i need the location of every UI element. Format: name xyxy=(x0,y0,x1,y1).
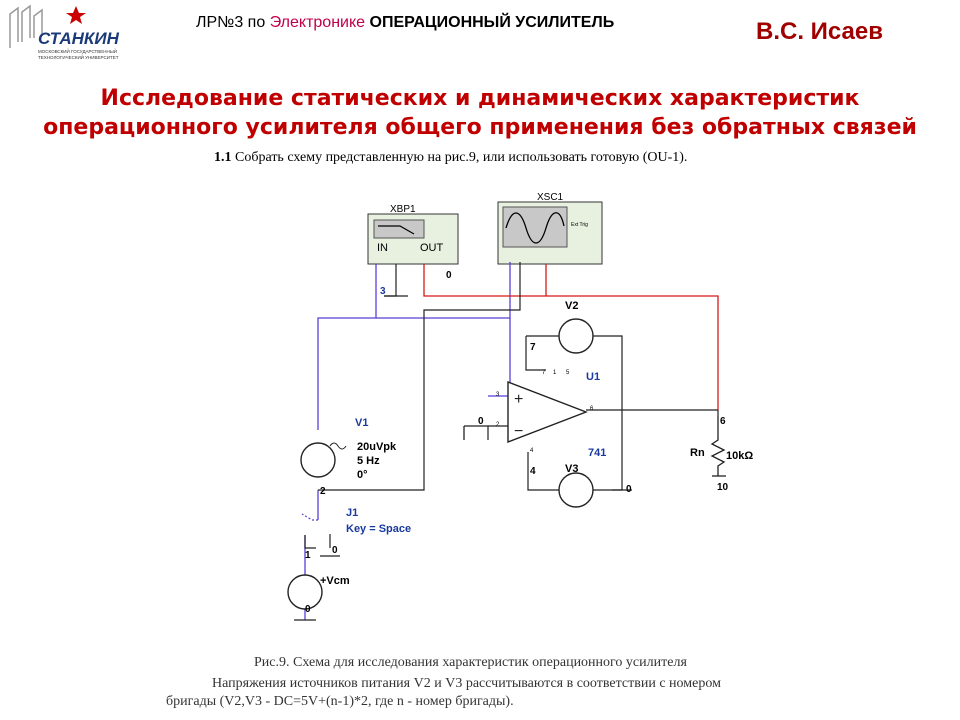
stankin-logo: СТАНКИН МОСКОВСКИЙ ГОСУДАРСТВЕННЫЙ ТЕХНО… xyxy=(4,2,132,64)
star-icon xyxy=(66,6,86,24)
source-v2: V2 xyxy=(558,300,594,354)
v3-label: V3 xyxy=(565,463,578,475)
page-title: Исследование статических и динамических … xyxy=(0,84,960,142)
rn-label: Rn xyxy=(690,447,705,459)
logo-text: СТАНКИН xyxy=(38,29,120,48)
note-line-1: Напряжения источников питания V2 и V3 ра… xyxy=(212,676,721,691)
source-v1: V1 20uVpk 5 Hz 0° xyxy=(300,417,397,481)
pin-5-label: 5 xyxy=(566,370,570,376)
node-6-label: 6 xyxy=(720,416,726,427)
v1-freq-label: 5 Hz xyxy=(357,455,380,467)
pin-1-label: 1 xyxy=(553,370,557,376)
header-subject: Электронике xyxy=(269,14,366,31)
vcm-label: +Vcm xyxy=(320,575,350,587)
xsc1-label: XSC1 xyxy=(537,192,564,203)
node-3-label: 3 xyxy=(380,286,386,297)
step-text: Собрать схему представленную на рис.9, и… xyxy=(231,150,688,165)
author-name: В.С. Исаев xyxy=(756,18,884,45)
pin-4-label: 4 xyxy=(530,448,534,454)
op-amp-u1: + − U1 741 xyxy=(507,371,606,459)
bode-plotter-xbp1: XBP1 IN OUT xyxy=(367,204,459,265)
logo-subtitle-1: МОСКОВСКИЙ ГОСУДАРСТВЕННЫЙ xyxy=(38,47,117,54)
source-v3: V3 xyxy=(558,463,594,508)
figure-caption: Рис.9. Схема для исследования характерис… xyxy=(254,655,687,670)
v1-phase-label: 0° xyxy=(357,469,368,481)
source-vcm: +Vcm xyxy=(287,574,350,610)
node-2-label: 2 xyxy=(320,486,326,497)
rn-value-label: 10kΩ xyxy=(726,450,753,462)
header-line: ЛР№3 по Электронике ОПЕРАЦИОННЫЙ УСИЛИТЕ… xyxy=(196,14,614,32)
title-line-2: операционного усилителя общего применени… xyxy=(43,115,917,140)
xbp-in-label: IN xyxy=(377,242,388,254)
v1-label: V1 xyxy=(355,417,368,429)
node-0d-label: 0 xyxy=(332,545,338,556)
header-topic: ОПЕРАЦИОННЫЙ УСИЛИТЕЛЬ xyxy=(365,14,615,31)
node-0e-label: 0 xyxy=(305,604,311,615)
v2-label: V2 xyxy=(565,300,578,312)
oscilloscope-xsc1: XSC1 Ext Trig xyxy=(497,192,603,265)
xbp1-label: XBP1 xyxy=(390,204,416,215)
node-7-label: 7 xyxy=(530,342,536,353)
j1-label: J1 xyxy=(346,507,358,519)
key-label: Key = Space xyxy=(346,523,411,535)
node-0a-label: 0 xyxy=(446,270,452,281)
u1-label: U1 xyxy=(586,371,600,383)
resistor-rn: Rn 10kΩ xyxy=(690,416,753,476)
ext-trig-label: Ext Trig xyxy=(571,222,588,228)
node-0c-label: 0 xyxy=(626,484,632,495)
switch-j1: J1 Key = Space xyxy=(301,507,411,535)
step-number: 1.1 xyxy=(214,150,232,165)
xbp-out-label: OUT xyxy=(420,242,444,254)
node-1-label: 1 xyxy=(305,550,311,561)
pin-3-label: 3 xyxy=(496,392,500,398)
ground-symbols xyxy=(294,295,726,621)
note-line-2: бригады (V2,V3 - DC=5V+(n-1)*2, где n - … xyxy=(166,694,514,709)
pin-7-label: 7 xyxy=(542,370,546,376)
op-model-label: 741 xyxy=(588,447,606,459)
pin-6-label: 6 xyxy=(590,406,594,412)
circuit-diagram: XBP1 IN OUT XSC1 Ext Trig xyxy=(280,188,753,628)
title-line-1: Исследование статических и динамических … xyxy=(100,86,860,111)
logo-subtitle-2: ТЕХНОЛОГИЧЕСКИЙ УНИВЕРСИТЕТ xyxy=(38,53,119,60)
v1-amp-label: 20uVpk xyxy=(357,441,397,453)
node-0b-label: 0 xyxy=(478,416,484,427)
node-10-label: 10 xyxy=(717,482,729,493)
header-prefix: ЛР№3 по xyxy=(196,14,270,31)
node-4-label: 4 xyxy=(530,466,536,477)
svg-text:−: − xyxy=(514,423,523,440)
step-instruction: 1.1 Собрать схему представленную на рис.… xyxy=(214,150,687,166)
pin-2-label: 2 xyxy=(496,422,500,428)
svg-text:+: + xyxy=(514,391,523,408)
